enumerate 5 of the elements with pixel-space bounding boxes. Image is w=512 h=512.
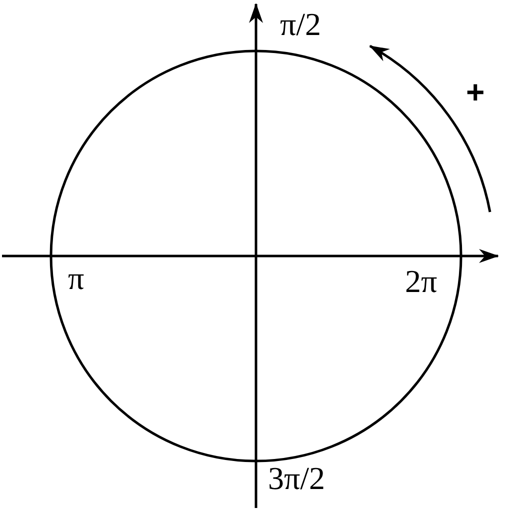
angle-label: π bbox=[68, 262, 84, 294]
sign-label: + bbox=[466, 76, 485, 108]
angle-label: 2π bbox=[405, 265, 438, 297]
angle-label: 3π/2 bbox=[268, 462, 326, 494]
angle-label: π/2 bbox=[280, 8, 322, 40]
